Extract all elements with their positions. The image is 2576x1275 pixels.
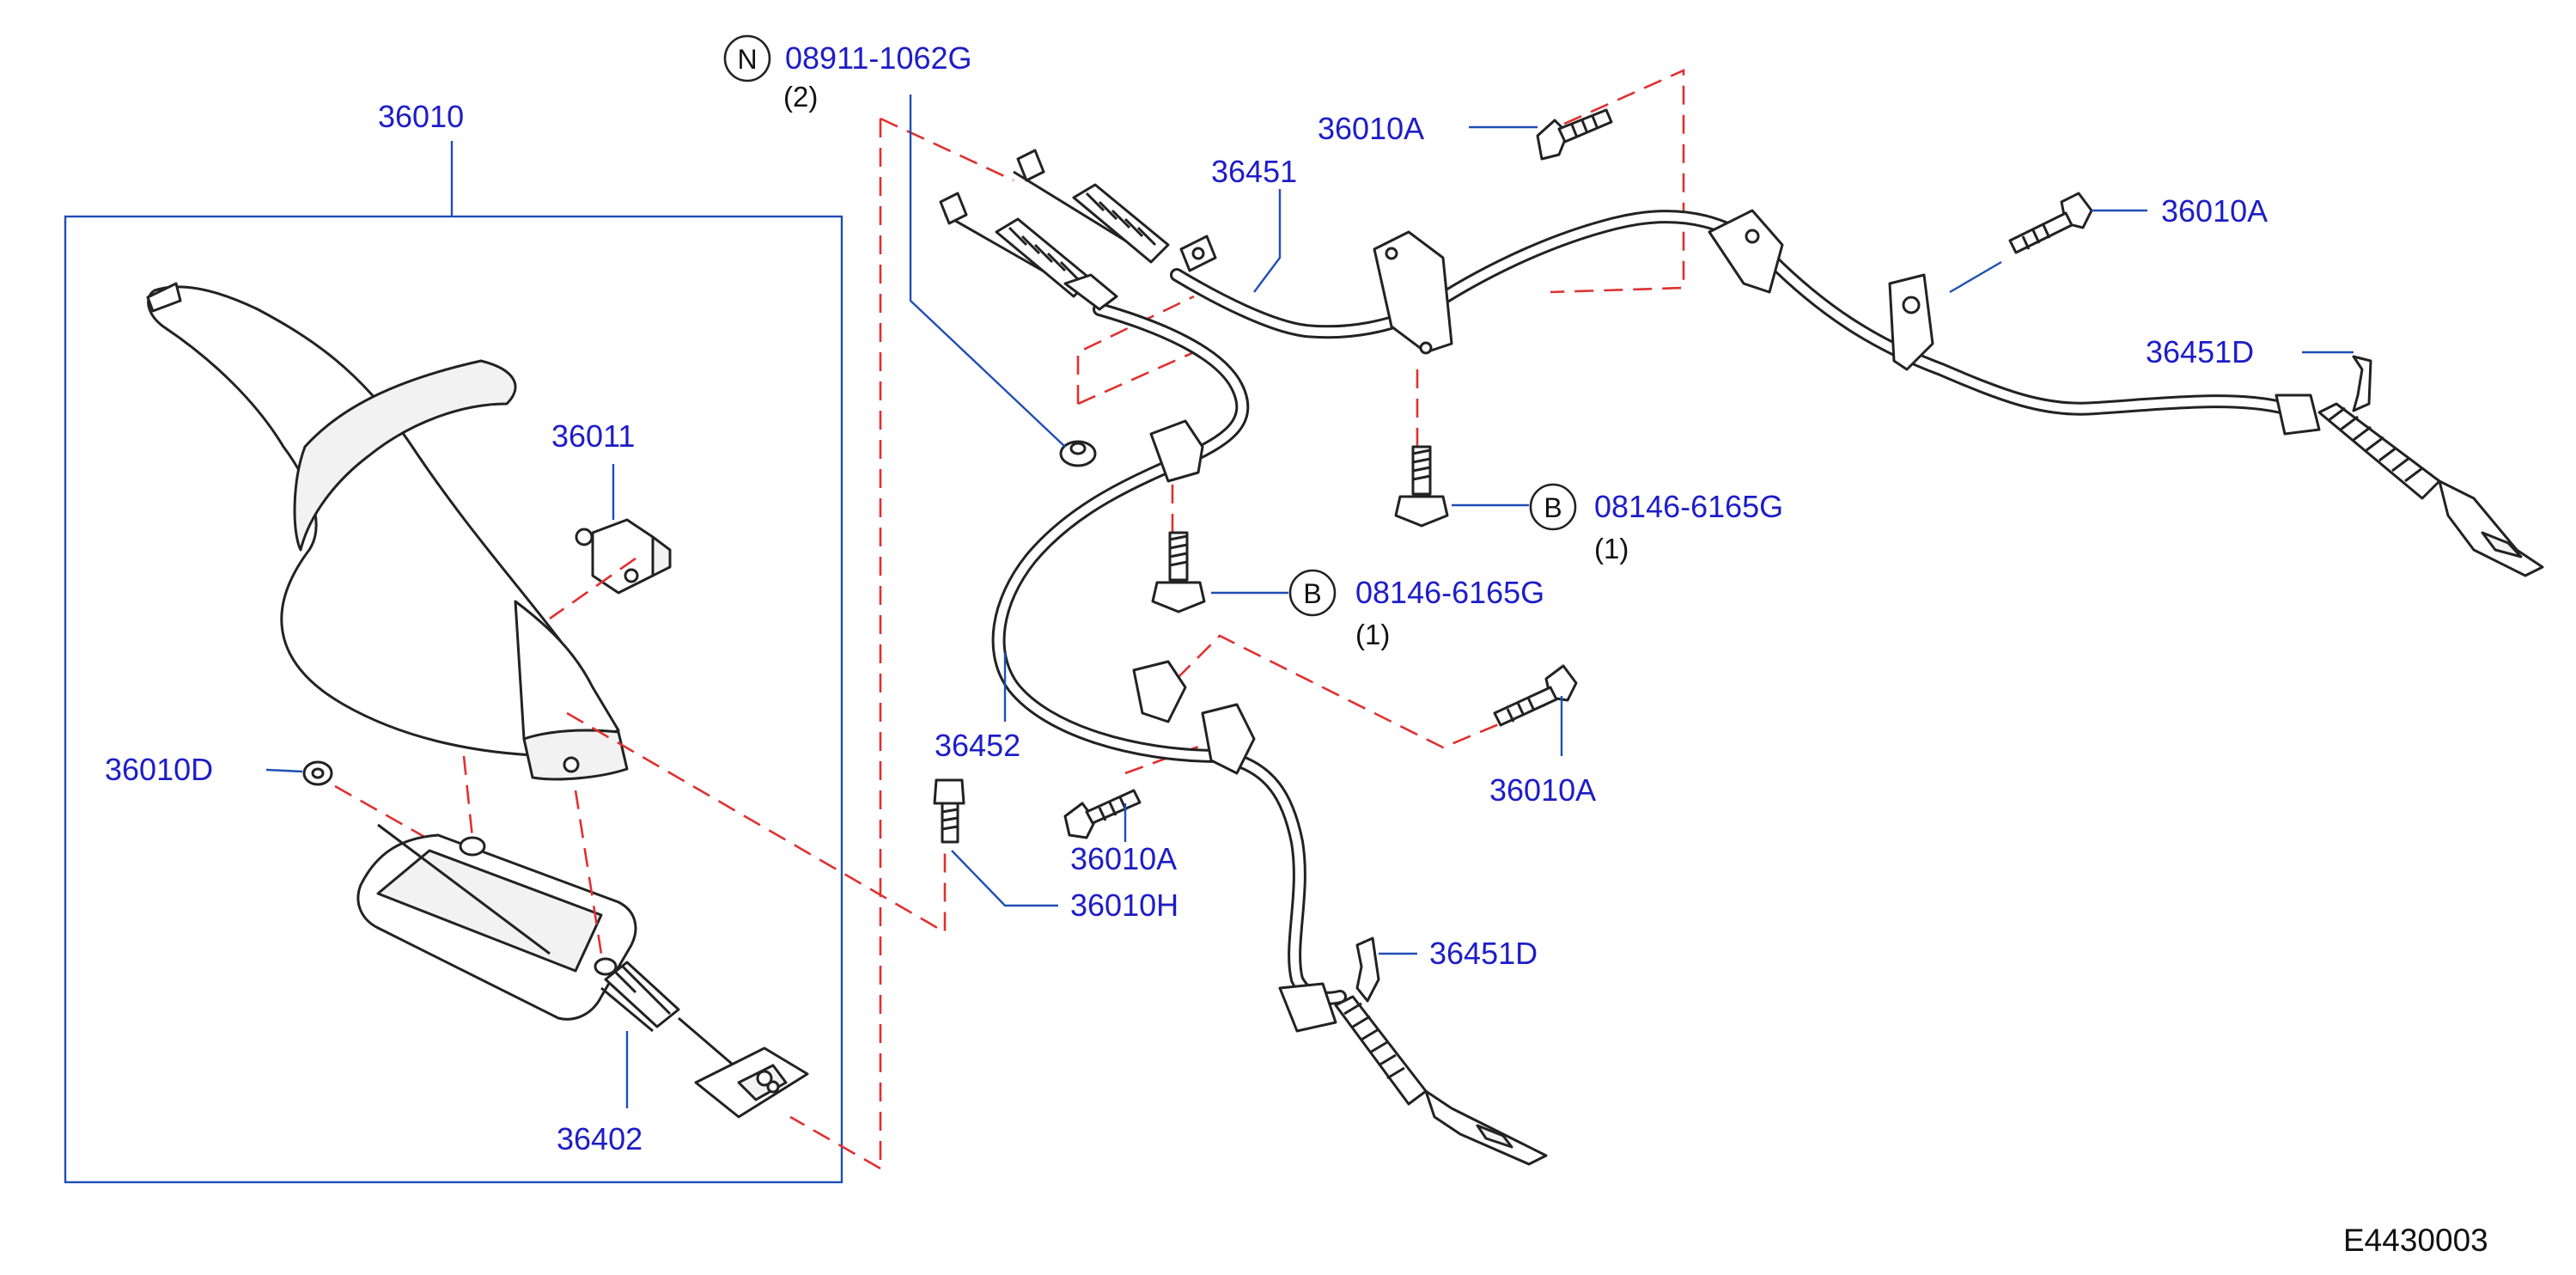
bolt-36010H-illustration (933, 778, 965, 844)
nut-08911-qty: (2) (783, 81, 818, 113)
bolt-upper-badge-letter: B (1544, 492, 1562, 523)
clip-36011-illustration (575, 518, 672, 595)
nut-08911-badge: N (723, 34, 771, 82)
clip-36451D-right-illustration (2352, 355, 2372, 412)
part-label-36010A-right[interactable]: 36010A (2161, 193, 2268, 229)
assembly-36010-group: 36010 36011 36010D (64, 99, 843, 1184)
part-label-36451D-right[interactable]: 36451D (2146, 334, 2254, 369)
part-label-36452[interactable]: 36452 (935, 728, 1020, 763)
bolt-upper-badge: B (1529, 483, 1577, 531)
lever-base-illustration (356, 823, 637, 1021)
clip-phantom-line (549, 557, 636, 620)
diagram-code: E4430003 (2343, 1223, 2488, 1258)
bolt-36010A-mid-illustration (1493, 664, 1578, 727)
bolt-36010A-right-leader-b (1949, 260, 2002, 294)
nut-badge-letter: N (737, 44, 757, 75)
bolt-lower-illustration (1151, 531, 1206, 613)
assembly-frame (64, 215, 843, 1184)
nut-08911-leader (909, 95, 1066, 448)
bolt-lower-qty: (1) (1355, 619, 1390, 650)
bolt-lower-part-no[interactable]: 08146-6165G (1355, 575, 1544, 610)
part-label-36010[interactable]: 36010 (378, 99, 464, 134)
part-label-36451[interactable]: 36451 (1211, 154, 1297, 189)
part-label-36010D[interactable]: 36010D (105, 752, 213, 787)
bolt-upper-qty: (1) (1594, 533, 1629, 564)
rear-cable-36452-illustration (939, 192, 1548, 1166)
washer-36010D-leader (265, 768, 303, 773)
part-label-36010H[interactable]: 36010H (1070, 888, 1178, 923)
part-label-36010A-low[interactable]: 36010A (1070, 841, 1177, 876)
part-label-36011[interactable]: 36011 (551, 418, 635, 454)
washer-36010D-illustration (302, 760, 333, 786)
bolt-lower-badge-letter: B (1303, 578, 1321, 609)
bolt-upper-part-no[interactable]: 08146-6165G (1594, 489, 1783, 524)
base-phantom-a (462, 755, 474, 839)
front-cable-36402-illustration (600, 961, 809, 1119)
bolt-36010A-top-illustration (1536, 108, 1613, 161)
bolt-36010H-leader (951, 850, 1058, 907)
bolt-36010A-right-illustration (2008, 192, 2093, 254)
bolt-upper-illustration (1394, 445, 1449, 528)
part-label-36451D-low[interactable]: 36451D (1429, 936, 1538, 971)
part-label-36402[interactable]: 36402 (557, 1121, 642, 1156)
lever-boot-illustration (146, 282, 629, 781)
rear-cable-36451-illustration (1013, 149, 2544, 577)
nut-08911-part-no[interactable]: 08911-1062G (785, 40, 972, 76)
part-label-36010A-mid[interactable]: 36010A (1489, 772, 1596, 808)
part-label-36010A-top[interactable]: 36010A (1318, 111, 1424, 146)
bolt-36010A-low-illustration (1063, 789, 1142, 839)
bolt-lower-badge: B (1288, 569, 1337, 617)
rear-cable-36451-leader (1253, 189, 1282, 293)
clip-36451D-low-illustration (1355, 936, 1380, 1003)
nut-08911-illustration (1059, 440, 1097, 467)
